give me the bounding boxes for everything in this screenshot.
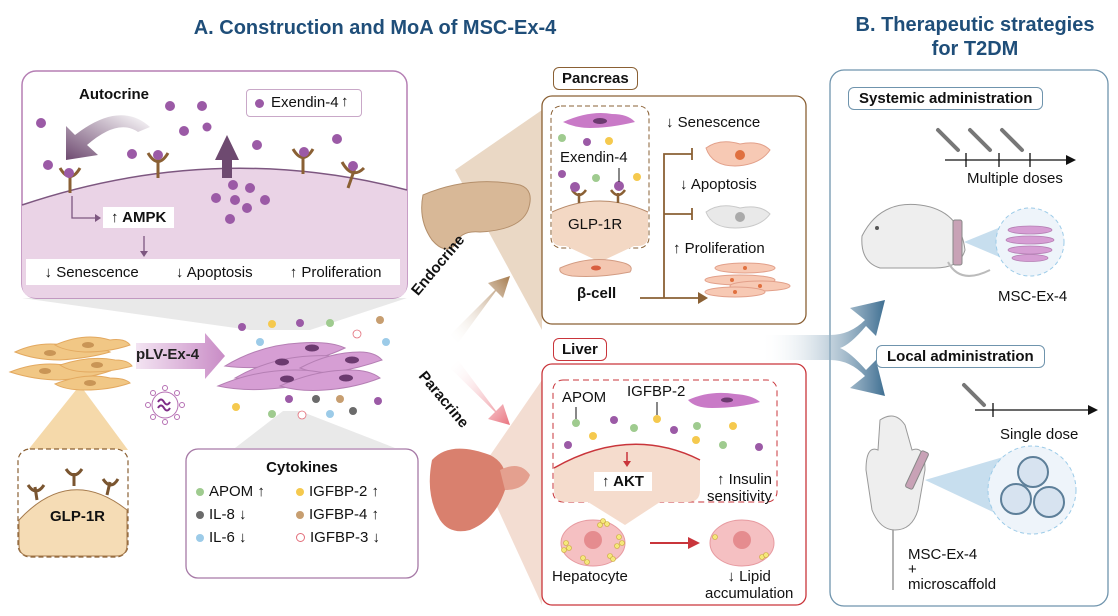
ampk-label: ↑ AMPK [103, 207, 175, 228]
panel-b-box [829, 69, 1109, 607]
cytokines-title: Cytokines [266, 459, 338, 476]
pancreas-exendin-label: Exendin-4 [560, 149, 628, 166]
insulin-line2: sensitivity [707, 488, 773, 505]
cytokine-item: IGFBP-2 ↑ [296, 483, 416, 500]
mouse-side-icon [861, 203, 966, 269]
local-msc-microscaffold-label: MSC-Ex-4 + microscaffold [908, 547, 996, 592]
cytokine-arrow: ↑ [371, 506, 380, 523]
single-dose-label: Single dose [1000, 426, 1079, 443]
local-msc-line: MSC-Ex-4 [908, 546, 978, 563]
lipid-accumulation-label: ↓ Lipid accumulation [705, 568, 793, 602]
cytokine-item: IGFBP-4 ↑ [296, 506, 416, 523]
endocrine-arrow [450, 276, 510, 343]
pancreas-label: Pancreas [553, 67, 638, 90]
cytokine-name: IL-6 [209, 529, 235, 546]
pancreas-organ [421, 181, 531, 250]
cytokine-dots [232, 316, 390, 420]
pancreas-glp1r-label: GLP-1R [568, 216, 623, 233]
cytokine-list: APOM ↑ IGFBP-2 ↑ IL-8 ↓ IGFBP-4 ↑ IL-6 ↓… [196, 483, 416, 546]
igfbp4-dot-icon [296, 511, 304, 519]
beta-cell-label: β-cell [577, 285, 617, 302]
autocrine-effects: ↓ Senescence ↓ Apoptosis ↑ Proliferation [26, 259, 400, 285]
liver-label: Liver [553, 338, 607, 361]
panel-b-title-line2: for T2DM [931, 38, 1019, 60]
plv-ex4-label: pLV-Ex-4 [136, 346, 200, 363]
cytokine-name: IGFBP-2 [309, 483, 368, 500]
panel-b-title-line1: B. Therapeutic strategies [855, 14, 1095, 36]
local-plus-line: + [908, 561, 917, 578]
pancreas-effect-senescence: ↓ Senescence [666, 114, 761, 131]
akt-label: ↑ AKT [594, 472, 652, 491]
glp1r-label: GLP-1R [50, 508, 106, 525]
lentivirus-icon [145, 385, 185, 425]
paracrine-arrow [450, 360, 510, 425]
pancreas-effect-apoptosis: ↓ Apoptosis [680, 176, 757, 193]
liver-inset-box [552, 379, 778, 503]
up-arrow-icon: ↑ [341, 93, 349, 110]
multiple-doses-label: Multiple doses [967, 170, 1063, 187]
cytokine-arrow: ↑ [371, 483, 380, 500]
cytokine-name: IGFBP-3 [310, 529, 369, 546]
effect-senescence: ↓ Senescence [44, 263, 139, 281]
local-administration-label: Local administration [876, 345, 1045, 368]
apom-dot-icon [196, 488, 204, 496]
systemic-administration-label: Systemic administration [848, 87, 1044, 110]
release-arrow [215, 135, 239, 178]
cytokine-item: IL-6 ↓ [196, 529, 296, 546]
microscaffold-beads [1000, 456, 1065, 518]
local-microscaffold-line: microscaffold [908, 576, 997, 593]
zoom-cone-glp1r [28, 385, 128, 450]
naive-msc-cells [8, 336, 133, 391]
pancreas-effect-proliferation: ↑ Proliferation [673, 240, 765, 257]
liver-organ [429, 448, 506, 532]
zoom-cone-autocrine [22, 298, 407, 330]
cytokine-name: IL-8 [209, 506, 235, 523]
cytokine-arrow: ↑ [257, 483, 265, 500]
igfbp2-dot-icon [296, 488, 304, 496]
zoom-cone-liver [480, 380, 542, 605]
effect-apoptosis: ↓ Apoptosis [175, 263, 253, 281]
cytokine-arrow: ↓ [239, 529, 247, 546]
cytokine-item: IL-8 ↓ [196, 506, 296, 523]
hepatocyte-label: Hepatocyte [552, 568, 628, 585]
liver-igfbp2-label: IGFBP-2 [627, 383, 686, 400]
cytokine-name: APOM [209, 483, 254, 500]
panel-b-title: B. Therapeutic strategies for T2DM [830, 13, 1118, 61]
autocrine-arrow [66, 115, 150, 160]
syringe-icons [936, 128, 1024, 152]
mouse-top-icon [865, 415, 926, 531]
cytokine-item: IGFBP-3 ↓ [296, 529, 416, 546]
panel-a-title: A. Construction and MoA of MSC-Ex-4 [193, 17, 557, 39]
autocrine-label: Autocrine [79, 86, 150, 103]
lipid-line2: accumulation [705, 585, 794, 602]
msc-ex4-cells [216, 342, 383, 391]
il6-dot-icon [196, 534, 204, 542]
cytokine-arrow: ↓ [239, 506, 247, 523]
il8-dot-icon [196, 511, 204, 519]
insulin-sensitivity-label: ↑ Insulin sensitivity [707, 471, 772, 505]
exendin-dot-icon [255, 99, 264, 108]
cytokine-arrow: ↓ [372, 529, 381, 546]
igfbp3-dot-icon [296, 533, 305, 542]
plv-ex4-arrow [136, 333, 225, 379]
liver-apom-label: APOM [562, 389, 607, 406]
exendin-dots [36, 101, 342, 224]
insulin-line1: ↑ Insulin [717, 471, 773, 488]
zoom-cone-cytokines [235, 411, 395, 448]
cytokine-name: IGFBP-4 [309, 506, 368, 523]
exendin-legend: Exendin-4 ↑ [246, 89, 362, 117]
systemic-msc-label: MSC-Ex-4 [998, 288, 1068, 305]
syringe-local [905, 450, 929, 490]
strategy-branch-arrow [760, 300, 885, 396]
exendin-legend-label: Exendin-4 [271, 94, 339, 111]
effect-proliferation: ↑ Proliferation [289, 263, 382, 281]
syringe-systemic [952, 219, 963, 266]
cytokine-item: APOM ↑ [196, 483, 296, 500]
lipid-line1: ↓ Lipid [727, 568, 771, 585]
